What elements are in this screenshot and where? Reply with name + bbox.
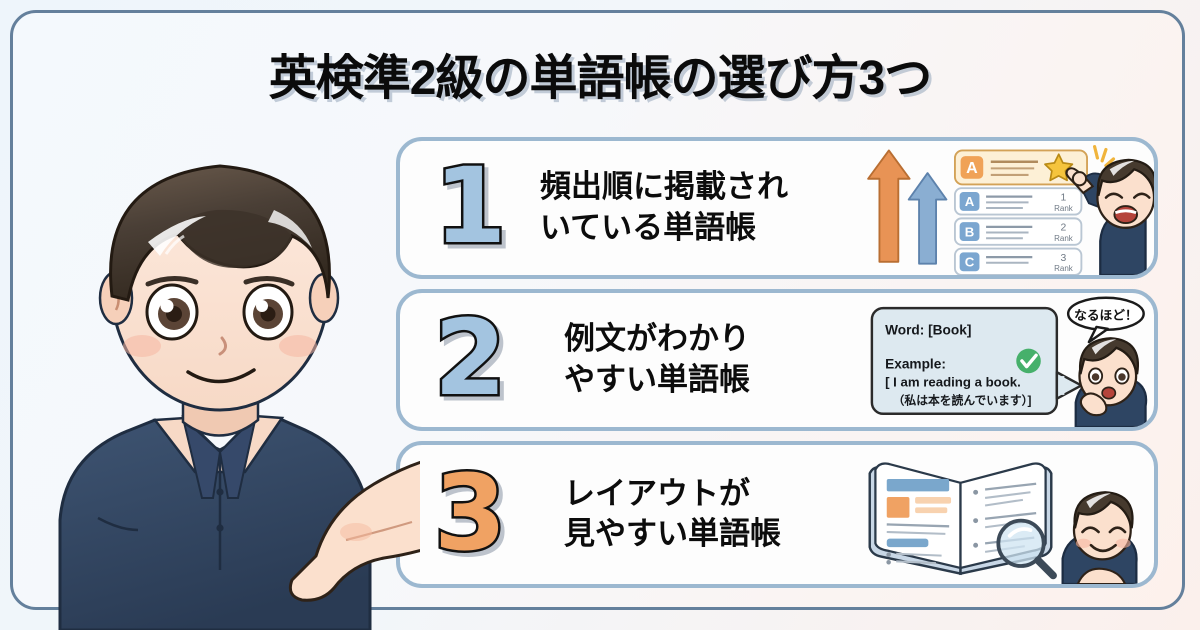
svg-text:A: A xyxy=(966,159,978,177)
svg-text:1: 1 xyxy=(1061,192,1067,203)
card-text-2: 例文がわかり やすい単語帳 xyxy=(564,321,750,397)
card-text-1: 頻出順に掲載され いている単語帳 xyxy=(540,169,788,245)
svg-text:B: B xyxy=(965,224,975,239)
word-example-panel: Word: [Book] Example: [ I am reading a b… xyxy=(870,306,1083,416)
open-book xyxy=(868,462,1053,576)
example-label: Example: xyxy=(885,356,946,371)
card-number-1: 1 xyxy=(431,144,508,267)
svg-text:3: 3 xyxy=(1061,253,1067,264)
svg-text:C: C xyxy=(965,255,975,270)
card-number-2: 2 xyxy=(431,296,508,419)
word-line: Word: [Book] xyxy=(885,323,971,338)
boy-pointing-illustration xyxy=(1065,158,1154,275)
card-point-1[interactable]: 1 頻出順に掲載され いている単語帳 A xyxy=(396,137,1158,279)
rank-list-illustration: A A 1 Rank xyxy=(867,145,1154,275)
sparkle-icon xyxy=(1092,145,1116,168)
svg-text:Rank: Rank xyxy=(1054,204,1074,213)
rank-row-2: B 2 Rank xyxy=(953,217,1083,246)
svg-text:2: 2 xyxy=(1061,223,1067,234)
card-number-3: 3 xyxy=(431,451,508,574)
svg-text:A: A xyxy=(965,194,975,209)
svg-text:Rank: Rank xyxy=(1054,264,1074,273)
check-badge-icon xyxy=(1016,348,1041,374)
page-title: 英検準2級の単語帳の選び方3つ xyxy=(268,52,932,105)
card-text-3: レイアウトが 見やすい単語帳 xyxy=(564,475,781,552)
magnifier-icon xyxy=(996,518,1057,580)
rank-row-highlighted: A xyxy=(953,149,1088,186)
rank-row-1: A 1 Rank xyxy=(953,187,1083,216)
rank-row-3: C 3 Rank xyxy=(953,247,1083,275)
open-book-illustration xyxy=(868,462,1138,584)
blue-up-arrow xyxy=(907,172,948,265)
boy-thinking-illustration xyxy=(1074,337,1148,427)
word-example-illustration: Word: [Book] Example: [ I am reading a b… xyxy=(870,296,1148,427)
speech-bubble-naruhodo: なるほど！ xyxy=(1066,296,1145,344)
orange-up-arrow xyxy=(867,149,911,263)
boy-smiling-illustration xyxy=(1061,491,1138,584)
card-point-2[interactable]: 2 例文がわかり やすい単語帳 Word: [Book] Example: [ … xyxy=(396,289,1158,431)
example-en: [ I am reading a book. xyxy=(885,374,1021,389)
example-ja: （私は本を読んでいます）] xyxy=(893,393,1032,407)
svg-text:なるほど！: なるほど！ xyxy=(1074,307,1138,322)
svg-text:Rank: Rank xyxy=(1054,234,1074,243)
card-point-3[interactable]: 3 レイアウトが 見やすい単語帳 xyxy=(396,441,1158,588)
